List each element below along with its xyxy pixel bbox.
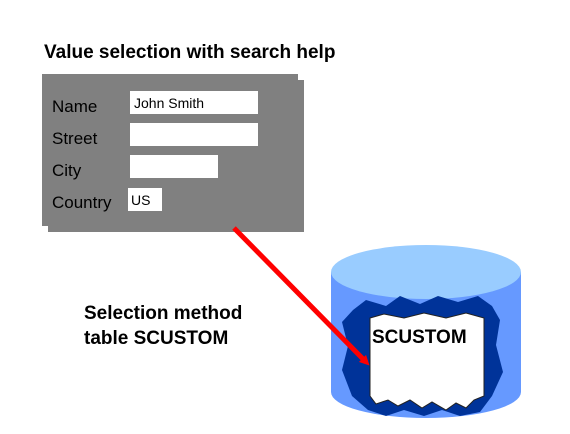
name-label: Name xyxy=(52,97,98,116)
city-field[interactable] xyxy=(130,155,218,178)
table-sheet xyxy=(369,312,485,411)
selection-arrow xyxy=(232,226,370,366)
database-cylinder-icon xyxy=(331,245,521,418)
street-label: Street xyxy=(52,129,98,148)
selection-method-line1: Selection method xyxy=(84,303,243,324)
country-label: Country xyxy=(52,193,112,212)
selection-method-line2: table SCUSTOM xyxy=(84,328,229,349)
country-field[interactable] xyxy=(128,188,162,211)
selection-method-label: Selection method table SCUSTOM xyxy=(84,301,242,351)
city-label: City xyxy=(52,161,82,180)
name-field[interactable] xyxy=(130,91,258,114)
street-field[interactable] xyxy=(130,123,258,146)
table-name-label: SCUSTOM xyxy=(372,327,467,348)
diagram-title: Value selection with search help xyxy=(44,42,336,63)
